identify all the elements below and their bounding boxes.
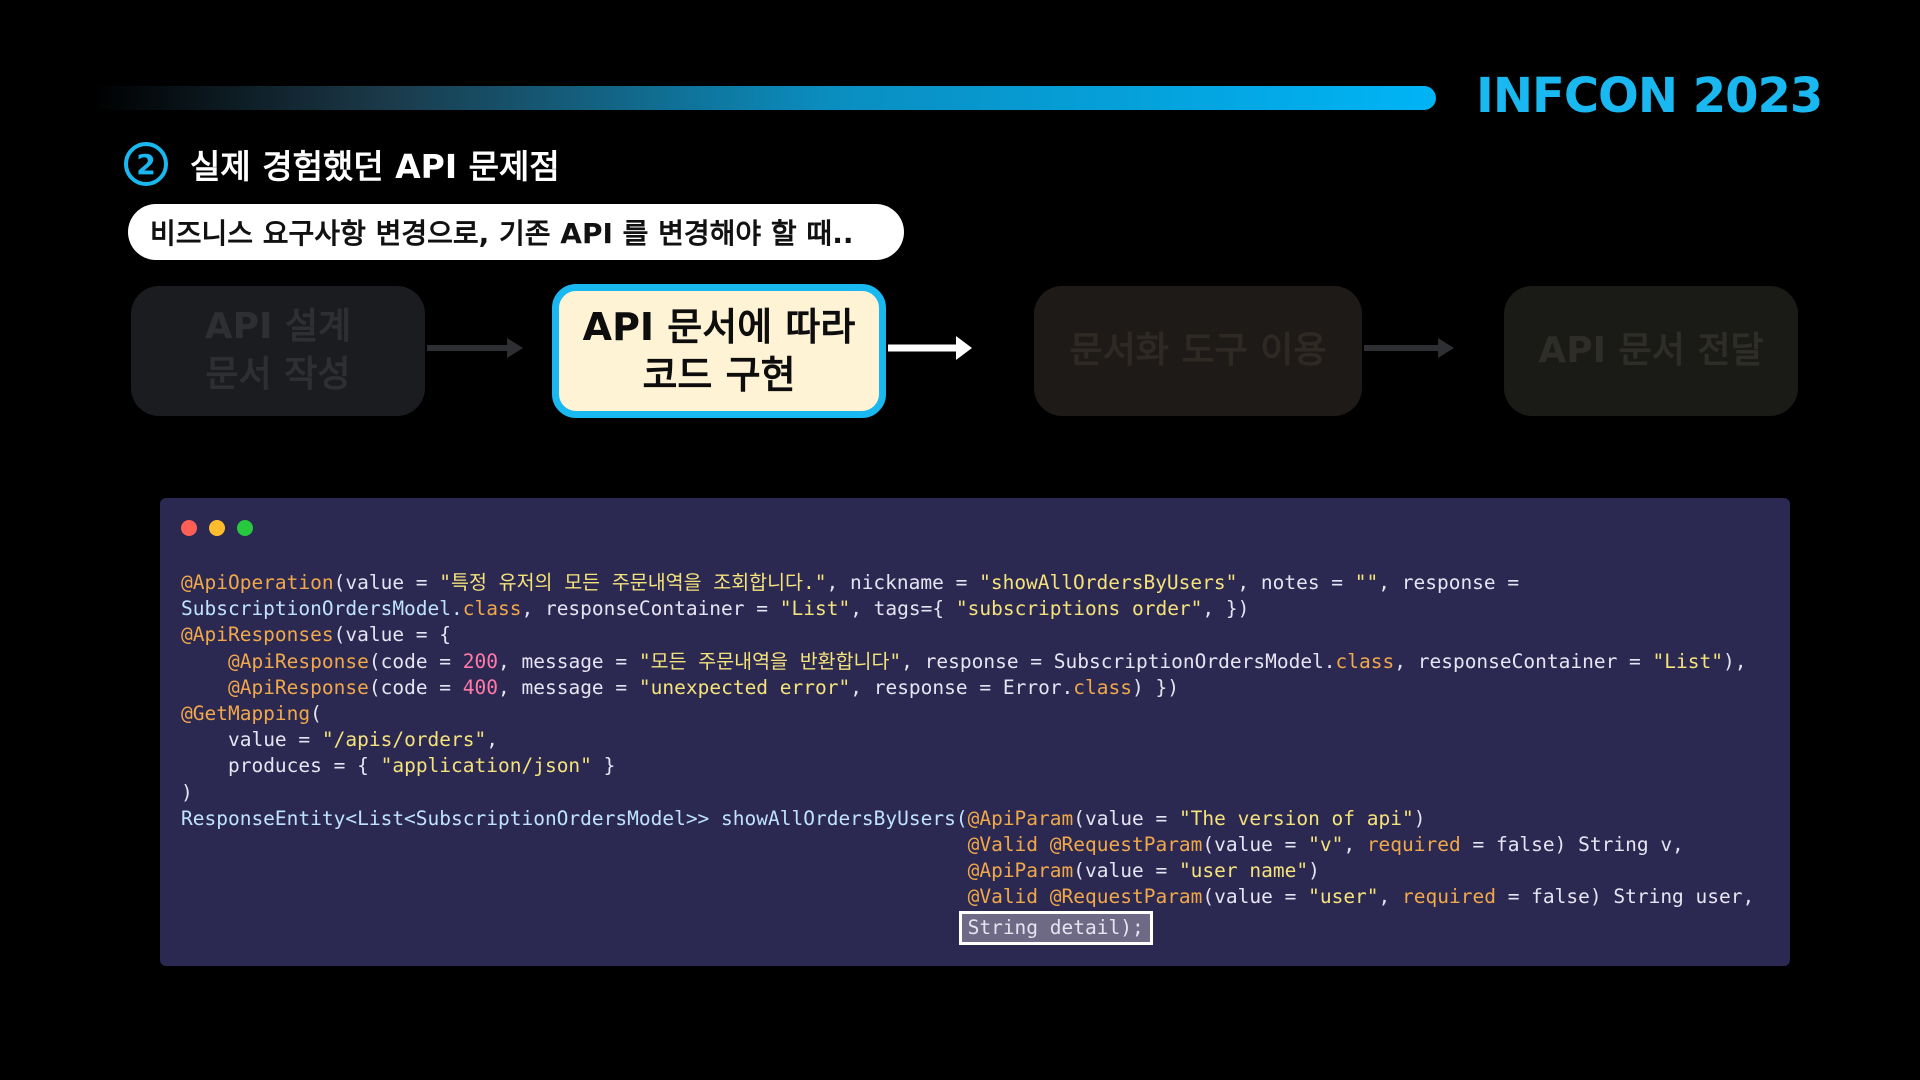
code-line-6: @GetMapping( [181, 702, 322, 726]
code-line-9: ) [181, 780, 193, 804]
context-pill: 비즈니스 요구사항 변경으로, 기존 API 를 변경해야 할 때.. [128, 204, 904, 260]
code-line-10: ResponseEntity<List<SubscriptionOrdersMo… [181, 806, 1426, 830]
step-label: API 설계 문서 작성 [204, 306, 352, 395]
step-api-delivery: API 문서 전달 [1504, 286, 1798, 416]
code-line-8: produces = { "application/json" } [227, 754, 616, 778]
header-gradient-bar [92, 86, 1436, 110]
code-window: @ApiOperation(value = "특정 유저의 모든 주문내역을 조… [160, 498, 1790, 966]
arrow-right-icon [888, 336, 972, 360]
step-label: API 문서에 따라 코드 구현 [582, 305, 856, 397]
code-line-13: @Valid @RequestParam(value = "user", req… [967, 885, 1755, 909]
maximize-dot-icon[interactable] [237, 520, 253, 536]
close-dot-icon[interactable] [181, 520, 197, 536]
step-code-implementation: API 문서에 따라 코드 구현 [552, 284, 886, 418]
step-documentation-tool: 문서화 도구 이용 [1034, 286, 1362, 416]
section-number-badge: 2 [124, 142, 168, 186]
step-label: API 문서 전달 [1538, 330, 1764, 371]
section-title: 실제 경험했던 API 문제점 [190, 147, 560, 186]
code-line-14: String detail); [181, 910, 1153, 945]
code-line-1: @ApiOperation(value = "특정 유저의 모든 주문내역을 조… [181, 571, 1520, 594]
code-line-2: SubscriptionOrdersModel.class, responseC… [181, 597, 1250, 621]
minimize-dot-icon[interactable] [209, 520, 225, 536]
arrow-right-icon [427, 338, 523, 358]
code-block: @ApiOperation(value = "특정 유저의 모든 주문내역을 조… [181, 570, 1754, 945]
step-api-design: API 설계 문서 작성 [131, 286, 425, 416]
arrow-right-icon [1364, 338, 1454, 358]
code-line-7: value = "/apis/orders", [227, 728, 499, 752]
code-line-3: @ApiResponses(value = { [181, 623, 452, 647]
step-label: 문서화 도구 이용 [1069, 330, 1327, 371]
window-controls [181, 520, 253, 536]
code-line-12: @ApiParam(value = "user name") [967, 859, 1320, 883]
highlighted-parameter: String detail); [958, 910, 1153, 945]
section-heading: 2 실제 경험했던 API 문제점 [124, 138, 560, 190]
code-line-11: @Valid @RequestParam(value = "v", requir… [967, 833, 1684, 857]
code-line-4: @ApiResponse(code = 200, message = "모든 주… [227, 649, 1747, 673]
brand-logo: INFCON 2023 [1476, 68, 1823, 124]
code-line-5: @ApiResponse(code = 400, message = "unex… [227, 675, 1179, 699]
